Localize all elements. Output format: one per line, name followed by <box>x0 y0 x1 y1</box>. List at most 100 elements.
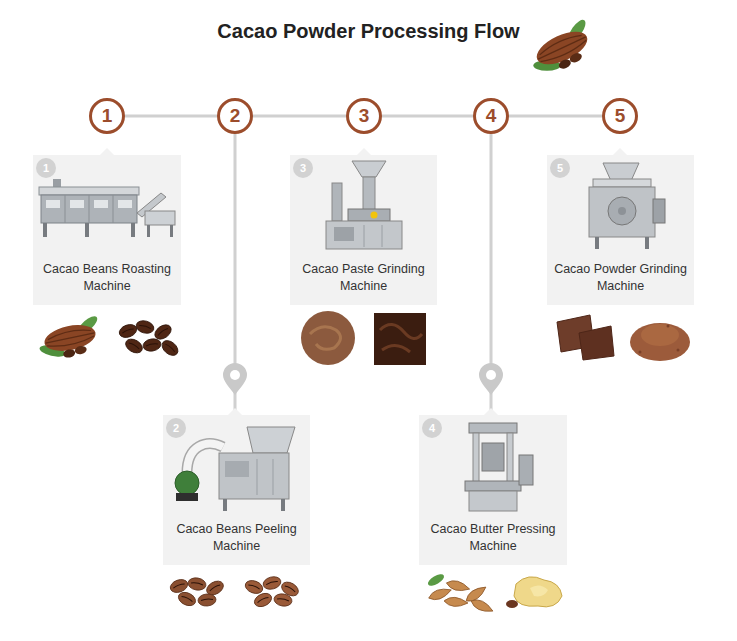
peeling-machine <box>219 453 289 499</box>
cocoa-powder-photo <box>630 323 690 361</box>
machine-name: Cacao Beans Roasting Machine <box>37 261 177 295</box>
cocoa-cake-photo <box>579 326 614 360</box>
step-circle: 2 <box>217 98 253 134</box>
roasted-beans-photo <box>123 336 145 355</box>
callout-number: 5 <box>557 162 563 174</box>
butter-press <box>473 433 479 483</box>
roasting-machine <box>70 200 84 208</box>
cacao-pod-photo <box>33 312 106 363</box>
roasted-beans-photo <box>135 319 155 335</box>
roasting-machine <box>94 200 108 208</box>
nuts-photo <box>444 596 469 607</box>
powder-grinder <box>645 237 649 249</box>
peeled-beans-photo <box>243 575 300 609</box>
roasting-machine <box>170 225 173 237</box>
callout-number: 2 <box>173 422 179 434</box>
machine-card: Cacao Powder Grinding Machine 5 <box>547 155 694 305</box>
machine-card: Cacao Paste Grinding Machine 3 <box>290 155 437 305</box>
roasted-beans-photo <box>117 322 138 339</box>
cocoa-powder-photo <box>630 323 690 361</box>
peeling-machine <box>281 499 285 511</box>
map-pin <box>486 370 496 380</box>
roasting-machine <box>85 223 89 237</box>
machine-name: Cacao Powder Grinding Machine <box>551 261 690 295</box>
roasting-machine <box>145 211 175 225</box>
colloid-mill <box>352 161 386 177</box>
roasting-machine <box>43 223 47 237</box>
roasting-machine <box>118 200 132 208</box>
colloid-mill <box>326 221 402 249</box>
peeled-beans-photo <box>262 575 282 591</box>
cacao-beans-photo <box>176 590 197 608</box>
butter-press <box>469 491 517 511</box>
peeled-beans-photo <box>243 578 264 595</box>
step-circle: 3 <box>346 98 382 134</box>
machine-name: Cacao Butter Pressing Machine <box>423 521 563 555</box>
cocoa-powder-photo <box>667 325 670 328</box>
diagram-title: Cacao Powder Processing Flow <box>0 19 737 43</box>
machine-card: Cacao Butter Pressing Machine 4 <box>419 415 567 565</box>
cocoa-powder-photo <box>641 324 679 346</box>
butter-press <box>507 433 513 483</box>
colloid-mill <box>348 209 390 221</box>
step-circle: 5 <box>602 98 638 134</box>
powder-grinder <box>593 179 651 187</box>
roasting-machine <box>46 200 60 208</box>
step-number: 3 <box>359 106 370 126</box>
cacao-pod-photo <box>33 312 106 363</box>
liquid-chocolate-photo <box>380 324 422 352</box>
peeling-machine <box>187 444 223 473</box>
cacao-paste-photo <box>310 327 341 350</box>
powder-grinder <box>608 197 636 225</box>
butter-press <box>465 481 521 491</box>
flow-line <box>509 115 602 118</box>
machine-card: Cacao Beans Peeling Machine 2 <box>163 415 310 565</box>
step-number: 1 <box>102 106 113 126</box>
map-pin <box>223 363 247 395</box>
nuts-photo <box>426 572 495 615</box>
powder-grinder <box>653 199 665 223</box>
cocoa-butter-photo <box>514 577 562 607</box>
step-badge: 5 <box>550 158 570 178</box>
step-badge: 4 <box>422 418 442 438</box>
peeling-machine <box>257 459 273 495</box>
peeling-machine <box>223 499 227 511</box>
powder-grinder <box>603 163 639 181</box>
machine-card: Cacao Beans Roasting Machine 1 <box>33 155 181 305</box>
nuts-photo <box>445 579 471 594</box>
butter-press <box>469 423 517 433</box>
machine-name: Cacao Beans Peeling Machine <box>167 521 306 555</box>
peeled-beans-photo <box>273 593 293 608</box>
step-number: 4 <box>486 106 497 126</box>
peeling-machine <box>225 461 249 477</box>
step-badge: 2 <box>166 418 186 438</box>
machine-name: Cacao Paste Grinding Machine <box>294 261 433 295</box>
nuts-photo <box>426 572 446 588</box>
peeling-machine <box>176 493 198 501</box>
step-badge: 3 <box>293 158 313 178</box>
roasting-machine <box>65 195 113 223</box>
step-circle: 4 <box>473 98 509 134</box>
cocoa-butter-photo <box>506 577 562 608</box>
roasting-machine <box>39 187 139 195</box>
peeling-machine <box>247 427 295 453</box>
flow-line <box>382 115 473 118</box>
roasting-machine <box>131 223 135 237</box>
cocoa-cake-photo <box>557 315 614 360</box>
liquid-chocolate-photo <box>374 313 426 365</box>
cacao-beans-photo <box>187 577 207 592</box>
peeled-beans-photo <box>252 591 273 609</box>
roasting-machine <box>147 225 150 237</box>
colloid-mill <box>363 177 375 211</box>
cocoa-powder-photo <box>677 349 680 352</box>
callout-number: 1 <box>43 162 49 174</box>
liquid-chocolate-photo <box>374 313 426 365</box>
colloid-mill <box>334 227 354 241</box>
step-number: 2 <box>230 106 241 126</box>
butter-press <box>482 443 504 471</box>
step-number: 5 <box>615 106 626 126</box>
roasted-beans-photo <box>159 338 181 359</box>
colloid-mill <box>332 183 342 221</box>
